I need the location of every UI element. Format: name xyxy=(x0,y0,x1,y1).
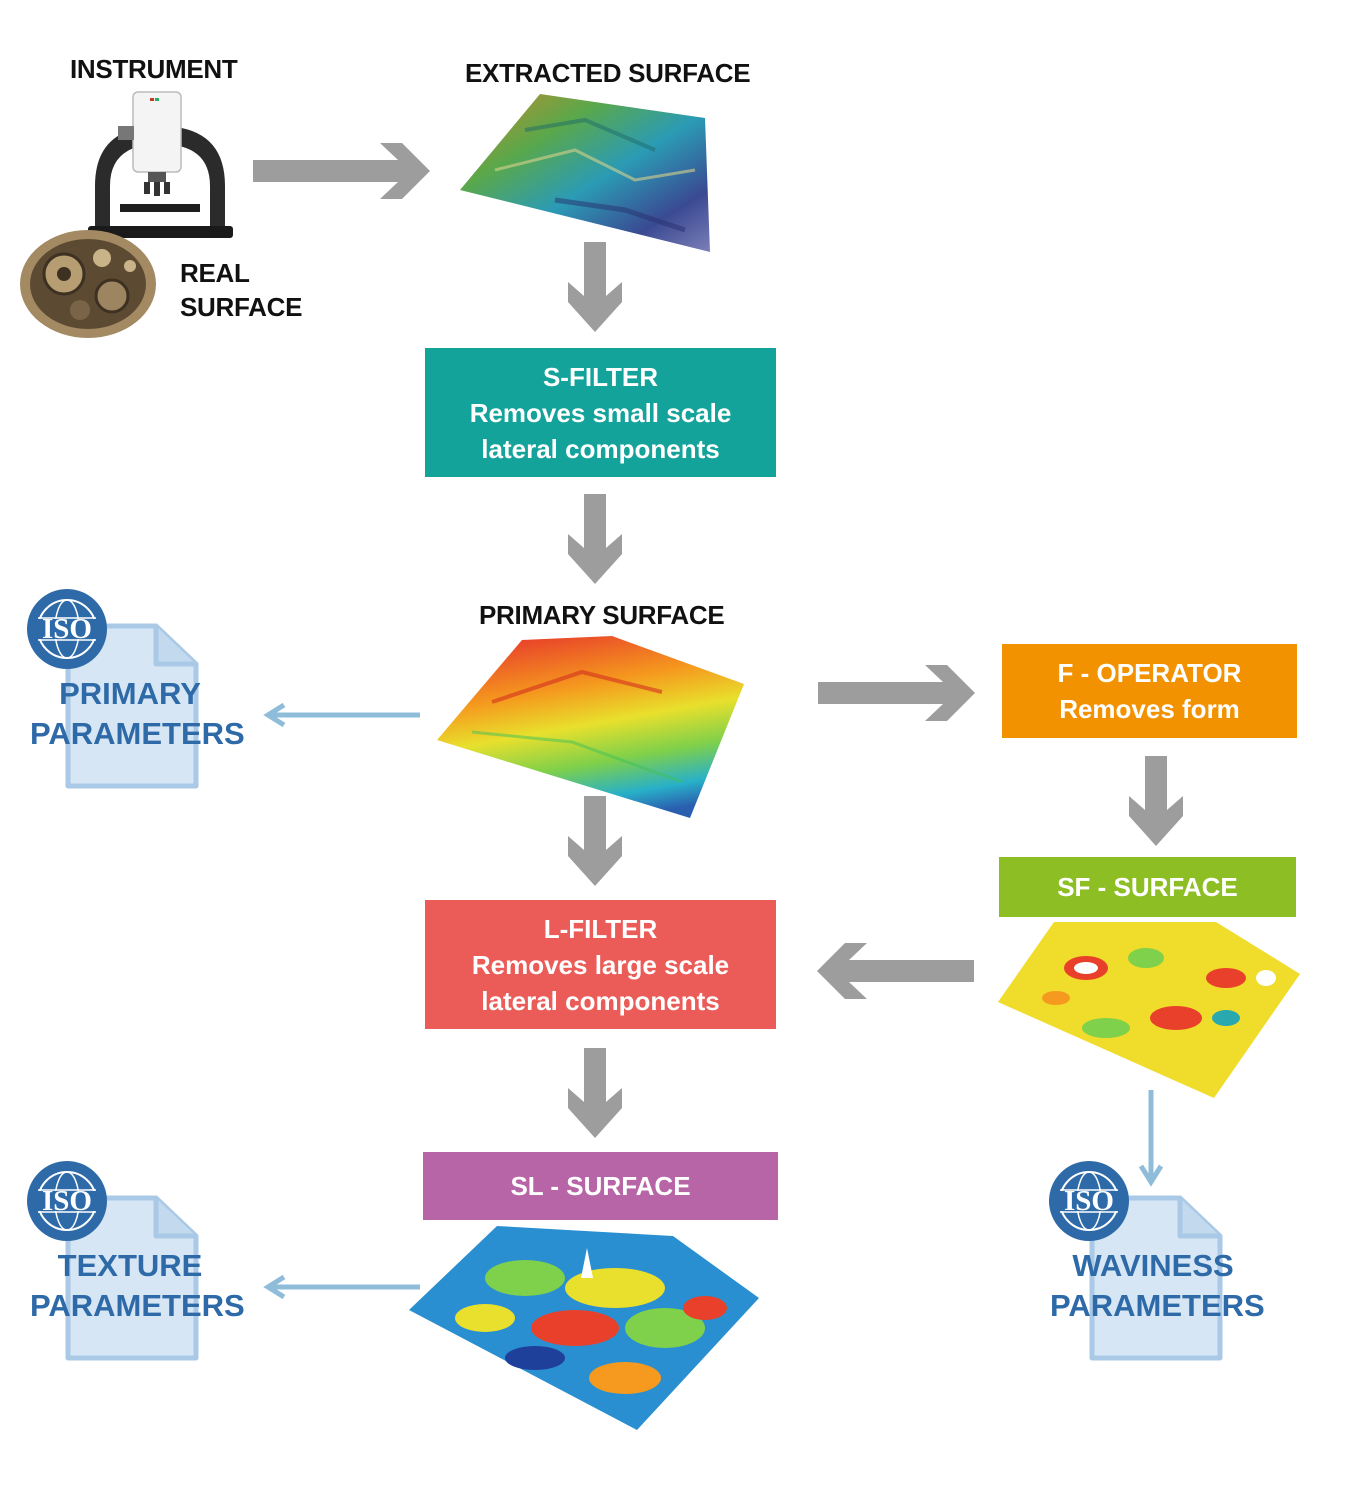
flow-arrow-right xyxy=(818,665,975,721)
waviness-parameters-line1: WAVINESS xyxy=(1072,1248,1234,1283)
primary-surface-label: PRIMARY SURFACE xyxy=(479,600,725,630)
l-filter-desc-line2: lateral components xyxy=(481,985,720,1016)
waviness-parameters-label: WAVINESS PARAMETERS xyxy=(1050,1246,1265,1326)
s-filter-title: S-FILTER xyxy=(542,361,659,392)
f-operator-desc: Removes form xyxy=(1059,694,1240,724)
iso-badge-icon xyxy=(1049,1161,1129,1241)
primary-surface-image xyxy=(437,636,744,818)
primary-parameters-line2: PARAMETERS xyxy=(30,716,245,751)
document-icon xyxy=(65,1195,199,1361)
iso-badge-text: ISO xyxy=(42,613,92,645)
document-icon xyxy=(65,623,199,789)
sf-surface-box: SF - SURFACE xyxy=(999,857,1296,917)
l-filter-desc-line1: Removes large scale xyxy=(471,949,730,980)
param-arrow-down xyxy=(1138,1090,1164,1187)
sl-surface-title: SL - SURFACE xyxy=(510,1171,691,1201)
flow-arrow-down xyxy=(568,242,622,332)
iso-badge-icon xyxy=(27,1161,107,1241)
real-surface-label: REAL SURFACE xyxy=(180,256,302,324)
f-operator-title: F - OPERATOR xyxy=(1057,658,1242,688)
extracted-surface-label: EXTRACTED SURFACE xyxy=(465,58,751,88)
flow-arrow-right xyxy=(253,143,430,199)
instrument-icon xyxy=(88,91,233,238)
texture-parameters-label: TEXTURE PARAMETERS xyxy=(30,1246,245,1326)
texture-parameters-line1: TEXTURE xyxy=(57,1248,203,1283)
flow-arrow-down xyxy=(568,494,622,584)
waviness-parameters-line2: PARAMETERS xyxy=(1050,1288,1265,1323)
primary-parameters-line1: PRIMARY xyxy=(59,676,201,711)
sl-surface-image xyxy=(409,1226,759,1430)
sl-surface-box: SL - SURFACE xyxy=(423,1152,778,1220)
texture-parameters-line2: PARAMETERS xyxy=(30,1288,245,1323)
iso-badge-text: ISO xyxy=(42,1185,92,1217)
sf-surface-image xyxy=(998,922,1300,1098)
instrument-label: INSTRUMENT xyxy=(70,54,238,84)
flow-arrow-down xyxy=(568,1048,622,1138)
flow-arrow-down xyxy=(568,796,622,886)
iso-badge-icon xyxy=(27,589,107,669)
extracted-surface-image xyxy=(460,94,710,252)
param-arrow-left xyxy=(263,1274,420,1300)
primary-parameters-label: PRIMARY PARAMETERS xyxy=(30,674,245,754)
s-filter-box: S-FILTER Removes small scale lateral com… xyxy=(425,348,776,477)
f-operator-box: F - OPERATOR Removes form xyxy=(1002,644,1297,738)
watch-movement-icon xyxy=(20,230,156,338)
param-arrow-left xyxy=(263,702,420,728)
l-filter-box: L-FILTER Removes large scale lateral com… xyxy=(425,900,776,1029)
l-filter-title: L-FILTER xyxy=(543,913,658,944)
iso-badge-text: ISO xyxy=(1064,1185,1114,1217)
real-surface-line2: SURFACE xyxy=(180,292,303,322)
sf-surface-title: SF - SURFACE xyxy=(1057,872,1238,902)
s-filter-desc-line2: lateral components xyxy=(481,433,720,464)
real-surface-line1: REAL xyxy=(180,258,250,288)
flow-arrow-down xyxy=(1129,756,1183,846)
flow-arrow-left xyxy=(817,943,974,999)
document-icon xyxy=(1089,1195,1223,1361)
s-filter-desc-line1: Removes small scale xyxy=(469,397,732,428)
